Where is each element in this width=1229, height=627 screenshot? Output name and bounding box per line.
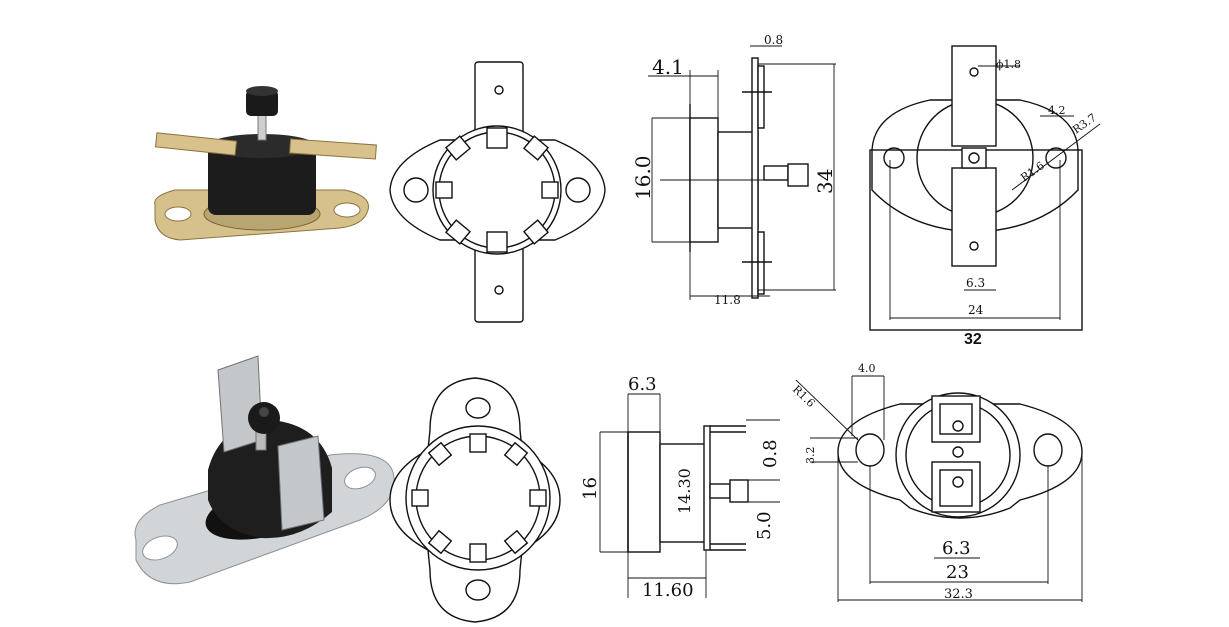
back-view-top: ϕ1.8 4.2 R3.7 R1.6 6.3 24 32 — [869, 45, 1101, 348]
back-view-bottom: R1.6 4.0 3.2 6.3 23 32.3 — [790, 362, 1083, 602]
side-view-top: 4.1 0.8 16.0 34 11.8 — [631, 33, 837, 307]
dim-hole-top: ϕ1.8 — [996, 58, 1021, 71]
dim-tab-width-top: 6.3 — [966, 276, 985, 290]
dim-top-thickness: 0.8 — [764, 33, 783, 47]
dim-depth-top: 11.8 — [714, 293, 741, 307]
dim-r-outer-top: R3.7 — [1070, 111, 1099, 136]
dim-tab-width-bottom: 6.3 — [942, 538, 971, 559]
dim-radius-bottom: R1.6 — [790, 383, 818, 410]
dim-depth-bottom: 11.60 — [642, 580, 694, 601]
dim-body-dia-top: 16.0 — [631, 155, 655, 200]
dim-edge-bottom: 4.0 — [858, 362, 876, 375]
dim-hole-spacing-top: 24 — [968, 303, 984, 317]
dim-tab-gap-top: 4.2 — [1048, 104, 1066, 117]
dim-button-bottom: 5.0 — [754, 511, 775, 540]
dim-flange-bottom: 6.3 — [628, 374, 657, 395]
front-view-top — [389, 61, 606, 323]
dim-top-thickness-bottom: 0.8 — [760, 439, 781, 468]
dim-overall-bottom: 32.3 — [944, 587, 973, 602]
product-photo-brass — [154, 86, 377, 241]
dim-height-top: 34 — [813, 169, 837, 194]
dim-body-dia-bottom: 16 — [580, 477, 601, 500]
dim-hole-offset-bottom: 3.2 — [804, 447, 817, 465]
dim-hole-spacing-bottom: 23 — [946, 562, 969, 583]
front-view-bottom — [389, 377, 561, 623]
side-view-bottom: 6.3 16 14.30 0.8 5.0 11.60 — [580, 374, 781, 601]
dim-flange-top: 4.1 — [652, 55, 684, 79]
product-photo-steel — [134, 355, 395, 585]
dim-inner-dia-bottom: 14.30 — [675, 468, 694, 514]
dim-overall-top: 32 — [964, 331, 982, 348]
